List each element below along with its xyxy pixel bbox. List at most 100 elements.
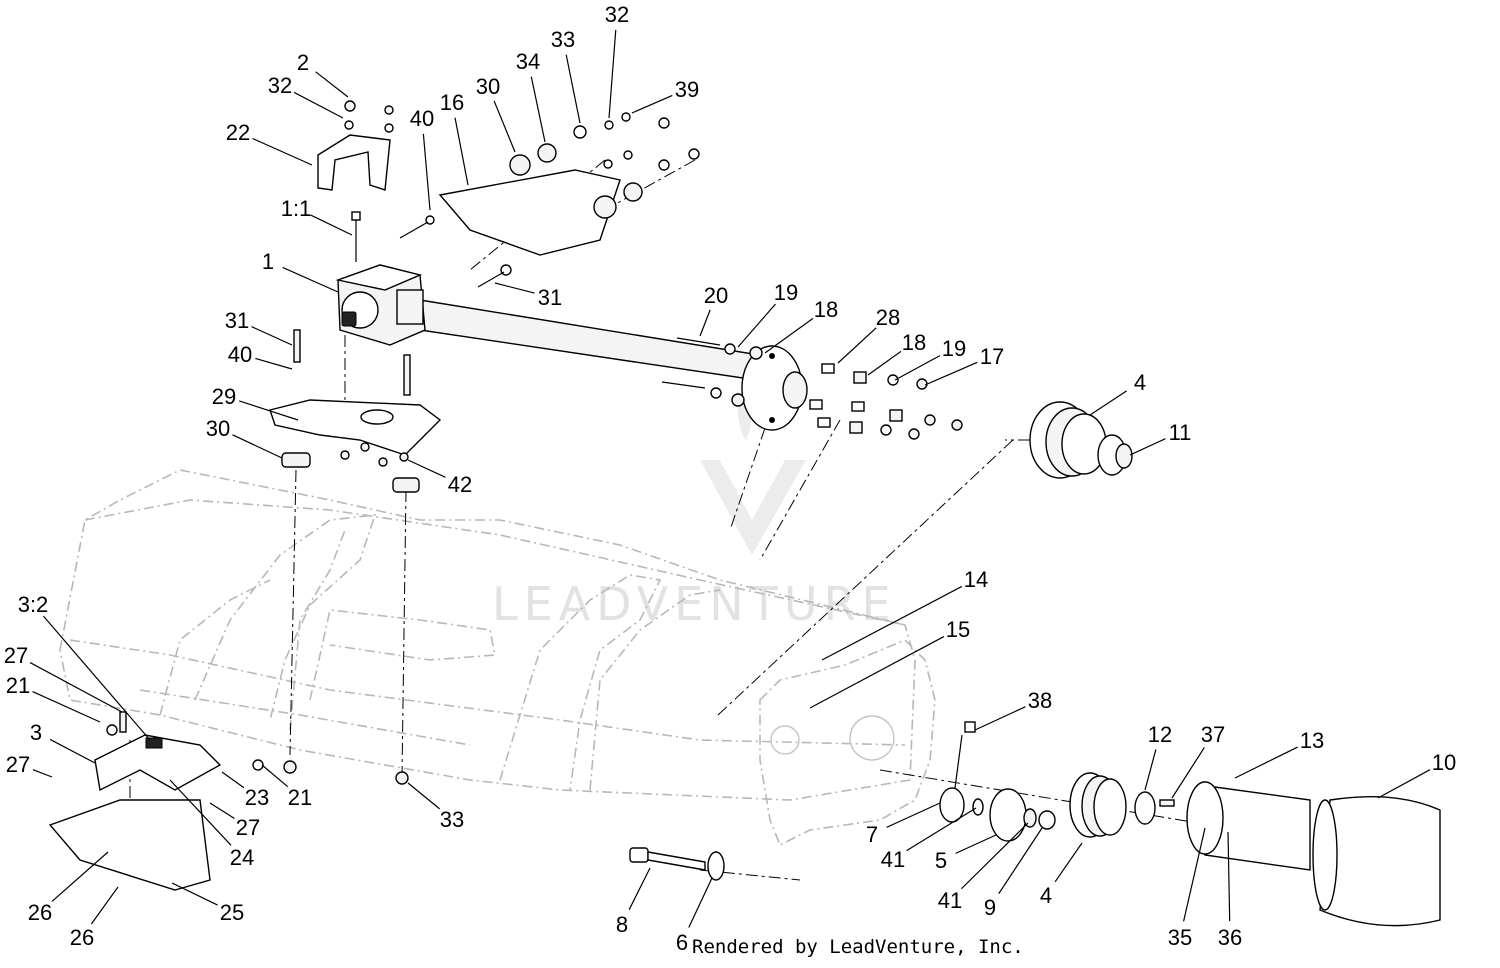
callout-leader-c-31a [494, 282, 535, 294]
callout-leader-c-24 [169, 779, 232, 846]
callout-leader-c-38 [974, 706, 1026, 731]
callout-leader-c-41a [906, 807, 977, 852]
callout-leader-c-42 [407, 459, 446, 478]
callout-leader-c-5 [955, 834, 997, 854]
callout-c-16: 16 [440, 90, 464, 115]
callout-c-24: 24 [230, 845, 254, 870]
callout-c-14: 14 [964, 567, 988, 592]
callout-leader-c-36 [1227, 831, 1231, 922]
callout-c-33b: 33 [440, 807, 464, 832]
callout-leader-c-23 [221, 771, 245, 789]
callout-c-12: 12 [1148, 722, 1172, 747]
callout-leader-c-11a [310, 214, 353, 236]
callout-c-15: 15 [946, 617, 970, 642]
callout-c-11a: 1:1 [281, 196, 312, 221]
callout-c-20: 20 [704, 283, 728, 308]
callout-c-4b: 4 [1040, 883, 1052, 908]
callout-c-1: 1 [262, 249, 274, 274]
callout-c-39: 39 [675, 77, 699, 102]
callout-leader-c-33a [565, 54, 581, 124]
callout-c-35: 35 [1168, 925, 1192, 950]
callout-leader-c-11b [1129, 438, 1166, 456]
callout-leader-c-30a [493, 100, 516, 153]
callout-c-21b: 21 [288, 785, 312, 810]
callout-c-23: 23 [245, 785, 269, 810]
callout-leader-c-15 [809, 636, 945, 709]
callout-c-18b: 18 [902, 330, 926, 355]
callout-leader-c-18a [764, 317, 814, 354]
callout-leader-c-1 [282, 266, 339, 293]
callout-c-7: 7 [866, 822, 878, 847]
callout-leader-c-21a [32, 691, 101, 723]
callout-c-40a: 40 [410, 106, 434, 131]
callout-c-6: 6 [676, 930, 688, 955]
gearbox-assembly [335, 211, 791, 386]
callout-leader-c-9 [998, 827, 1043, 894]
callout-leader-c-16 [454, 117, 469, 186]
callout-leader-c-30b [232, 434, 283, 459]
callout-leader-c-37 [1171, 747, 1205, 799]
callout-c-32a: 32 [268, 73, 292, 98]
upper-pulley-assembly [1029, 401, 1133, 479]
callout-leader-c-20 [699, 309, 711, 337]
callout-leader-c-32b [608, 29, 617, 119]
callout-leader-c-32c [42, 615, 151, 741]
callout-c-38: 38 [1028, 688, 1052, 713]
callout-c-41b: 41 [938, 888, 962, 913]
callout-c-5: 5 [935, 848, 947, 873]
callout-leader-c-22 [252, 137, 313, 166]
left-shield-assembly [48, 711, 264, 891]
callout-c-41a: 41 [881, 847, 905, 872]
callout-c-21a: 21 [6, 673, 30, 698]
callout-leader-c-31b [251, 326, 293, 346]
callout-c-4a: 4 [1134, 370, 1146, 395]
callout-leader-c-25 [171, 882, 218, 906]
callout-leader-c-4a [1089, 390, 1127, 416]
callout-leader-c-19a [737, 303, 776, 348]
shaft-flange [741, 345, 808, 431]
callout-c-40b: 40 [228, 342, 252, 367]
callout-c-3: 3 [30, 720, 42, 745]
callout-c-27c: 27 [236, 815, 260, 840]
callout-leader-c-21b [261, 764, 289, 788]
callout-leader-c-3 [49, 738, 96, 764]
shield-22 [317, 100, 394, 191]
callout-c-36: 36 [1218, 925, 1242, 950]
callout-c-11b: 11 [1169, 420, 1192, 445]
callout-leader-c-39 [631, 94, 673, 114]
callout-c-9: 9 [984, 895, 996, 920]
callout-leader-c-27a [29, 662, 123, 713]
callout-c-8: 8 [616, 912, 628, 937]
deck-frame-ghost [59, 469, 936, 847]
callout-leader-c-18b [867, 350, 902, 376]
callout-c-26a: 26 [28, 900, 52, 925]
callout-c-10: 10 [1432, 750, 1456, 775]
callout-leader-c-35 [1182, 827, 1206, 922]
assembly-axes [129, 159, 1241, 881]
callout-leader-c-14 [821, 585, 963, 661]
callout-c-26b: 26 [70, 925, 94, 950]
callout-c-33a: 33 [551, 27, 575, 52]
callout-leader-c-19b [894, 355, 941, 381]
callout-c-25: 25 [220, 900, 244, 925]
callout-c-29: 29 [212, 384, 236, 409]
callout-c-27b: 27 [6, 752, 30, 777]
callout-c-42: 42 [448, 472, 472, 497]
callout-leader-c-6 [688, 877, 713, 928]
callout-c-30b: 30 [206, 416, 230, 441]
callout-c-32c: 3:2 [18, 592, 49, 617]
callout-leader-c-7 [886, 802, 941, 828]
callout-c-13: 13 [1300, 728, 1324, 753]
callout-leader-c-41b [960, 822, 1029, 890]
mounting-plate-16 [399, 112, 700, 288]
callout-leader-c-17 [924, 361, 978, 386]
callout-c-22: 22 [226, 120, 250, 145]
callout-c-30a: 30 [476, 74, 500, 99]
callout-leader-c-27b [32, 769, 53, 778]
watermark-text: LEADVENTURE [492, 577, 897, 631]
flange-hardware [661, 337, 963, 440]
callout-leader-c-2 [315, 71, 349, 98]
bracket-29 [269, 329, 442, 785]
callout-c-19a: 19 [774, 280, 798, 305]
